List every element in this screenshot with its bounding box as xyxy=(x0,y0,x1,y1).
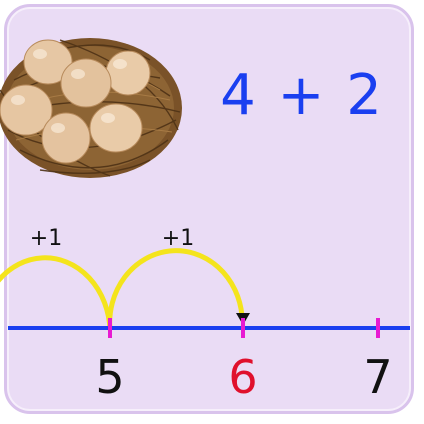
eggs xyxy=(0,39,151,164)
equation-text: 4 + 2 xyxy=(220,63,384,128)
hop-label-2: +1 xyxy=(161,226,195,251)
number-label-7: 7 xyxy=(363,350,393,404)
number-label-5: 5 xyxy=(95,350,125,404)
hop-arc-1 xyxy=(0,255,113,331)
egg-nest-icon xyxy=(0,38,182,178)
number-label-6: 6 xyxy=(228,350,258,404)
hop-arc-2 xyxy=(107,248,245,331)
hop-label-1: +1 xyxy=(29,226,63,251)
